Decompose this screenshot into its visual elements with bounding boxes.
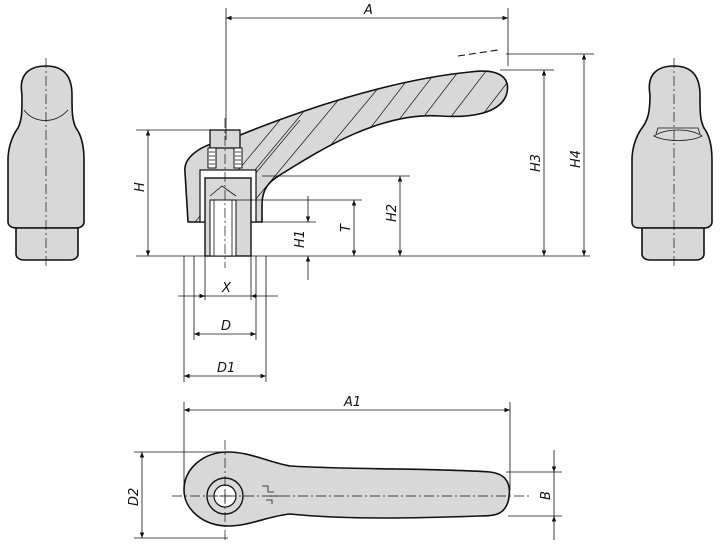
label-H2: H2	[385, 204, 400, 222]
label-H3: H3	[529, 154, 544, 172]
label-D1: D1	[217, 361, 235, 376]
label-H: H	[133, 182, 148, 192]
label-D2: D2	[127, 488, 142, 506]
label-H1: H1	[293, 230, 308, 248]
bottom-plan-view	[172, 440, 530, 540]
left-side-view	[7, 58, 85, 268]
dimension-lines	[134, 8, 594, 540]
label-D: D	[221, 319, 231, 334]
dimension-labels: A A1 X D D1 H H1 T H2 H3 H4 D2 B	[127, 3, 584, 506]
right-side-view	[631, 58, 713, 268]
label-A1: A1	[343, 395, 361, 410]
main-section-view	[136, 49, 590, 268]
label-A: A	[363, 3, 373, 18]
label-X: X	[221, 281, 232, 296]
label-B: B	[539, 491, 554, 500]
label-T: T	[339, 223, 354, 232]
label-H4: H4	[569, 150, 584, 168]
